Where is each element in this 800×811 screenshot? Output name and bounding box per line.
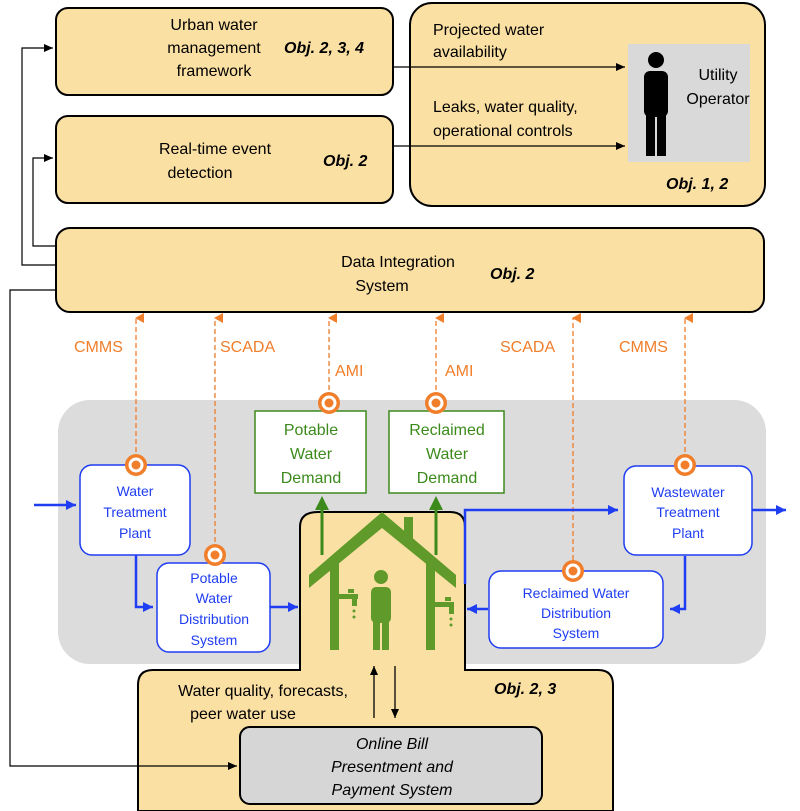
label-ami-right: AMI: [445, 363, 473, 380]
pds-line-3: Distribution: [179, 611, 249, 627]
feedback-line-1: Water quality, forecasts,: [178, 683, 348, 700]
label-cmms-right: CMMS: [619, 339, 668, 356]
urban-framework-box: [55, 7, 394, 96]
link-integration-to-framework: [21, 44, 56, 266]
detection-obj: Obj. 2: [323, 153, 368, 170]
integration-line-2: System: [355, 278, 408, 295]
link-integration-to-detection: [32, 154, 56, 247]
household-person-icon: [371, 570, 391, 650]
wtp-line-3: Plant: [119, 525, 151, 541]
label-scada-left: SCADA: [220, 339, 275, 356]
label-cmms-left: CMMS: [74, 339, 123, 356]
reclaimed-demand-line-1: Reclaimed: [409, 422, 485, 439]
wwtp-line-3: Plant: [672, 525, 704, 541]
online-bill-box: [239, 726, 543, 805]
label-ami-left: AMI: [335, 363, 363, 380]
data-integration-box: [55, 227, 765, 313]
projected-line-1: Projected water: [433, 22, 545, 39]
operator-person-icon: [644, 52, 668, 156]
rds-line-1: Reclaimed Water: [523, 585, 630, 601]
data-links: [135, 313, 693, 560]
event-detection-box: [55, 115, 394, 204]
house-icon: [309, 512, 456, 650]
framework-obj: Obj. 2, 3, 4: [284, 40, 364, 57]
projected-line-2: availability: [433, 44, 507, 61]
reclaimed-demand-line-3: Demand: [417, 470, 477, 487]
label-scada-right: SCADA: [500, 339, 555, 356]
pds-line-2: Water: [196, 590, 233, 606]
integration-obj: Obj. 2: [490, 266, 535, 283]
leaks-line-1: Leaks, water quality,: [433, 99, 578, 116]
household-obj: Obj. 2, 3: [494, 681, 556, 698]
potable-demand-line-2: Water: [290, 446, 333, 463]
wwtp-line-2: Treatment: [656, 504, 719, 520]
pds-line-1: Potable: [190, 570, 238, 586]
faucet-right-icon: [434, 597, 454, 627]
wwtp-line-1: Wastewater: [651, 484, 725, 500]
demand-arrows: [315, 496, 443, 555]
bill-line-2: Presentment and: [331, 759, 454, 776]
link-integration-to-bill: [9, 289, 237, 770]
rds-line-2: Distribution: [541, 605, 611, 621]
sensor-icons: [125, 392, 696, 582]
rds-line-3: System: [553, 625, 600, 641]
detection-line-1: Real-time event: [159, 141, 272, 158]
pds-line-4: System: [191, 632, 238, 648]
framework-line-2: management: [167, 40, 261, 57]
faucet-left-icon: [338, 589, 358, 619]
detection-line-2: detection: [168, 165, 233, 182]
wtp-line-1: Water: [117, 483, 154, 499]
operator-obj: Obj. 1, 2: [666, 176, 728, 193]
framework-line-1: Urban water: [170, 17, 258, 34]
potable-demand-line-1: Potable: [284, 422, 338, 439]
operator-line-2: Operator: [686, 91, 750, 108]
reclaimed-demand-line-2: Water: [426, 446, 469, 463]
bill-line-3: Payment System: [332, 782, 453, 799]
bill-line-1: Online Bill: [356, 736, 428, 753]
water-flows: [34, 500, 786, 614]
operator-line-1: Utility: [698, 67, 737, 84]
leaks-line-2: operational controls: [433, 123, 573, 140]
wtp-line-2: Treatment: [103, 504, 166, 520]
reclaimed-demand-node: [388, 410, 505, 494]
framework-line-3: framework: [177, 63, 253, 80]
integration-line-1: Data Integration: [341, 254, 455, 271]
feedback-line-2: peer water use: [190, 706, 296, 723]
potable-demand-node: [254, 410, 367, 494]
potable-demand-line-3: Demand: [281, 470, 341, 487]
